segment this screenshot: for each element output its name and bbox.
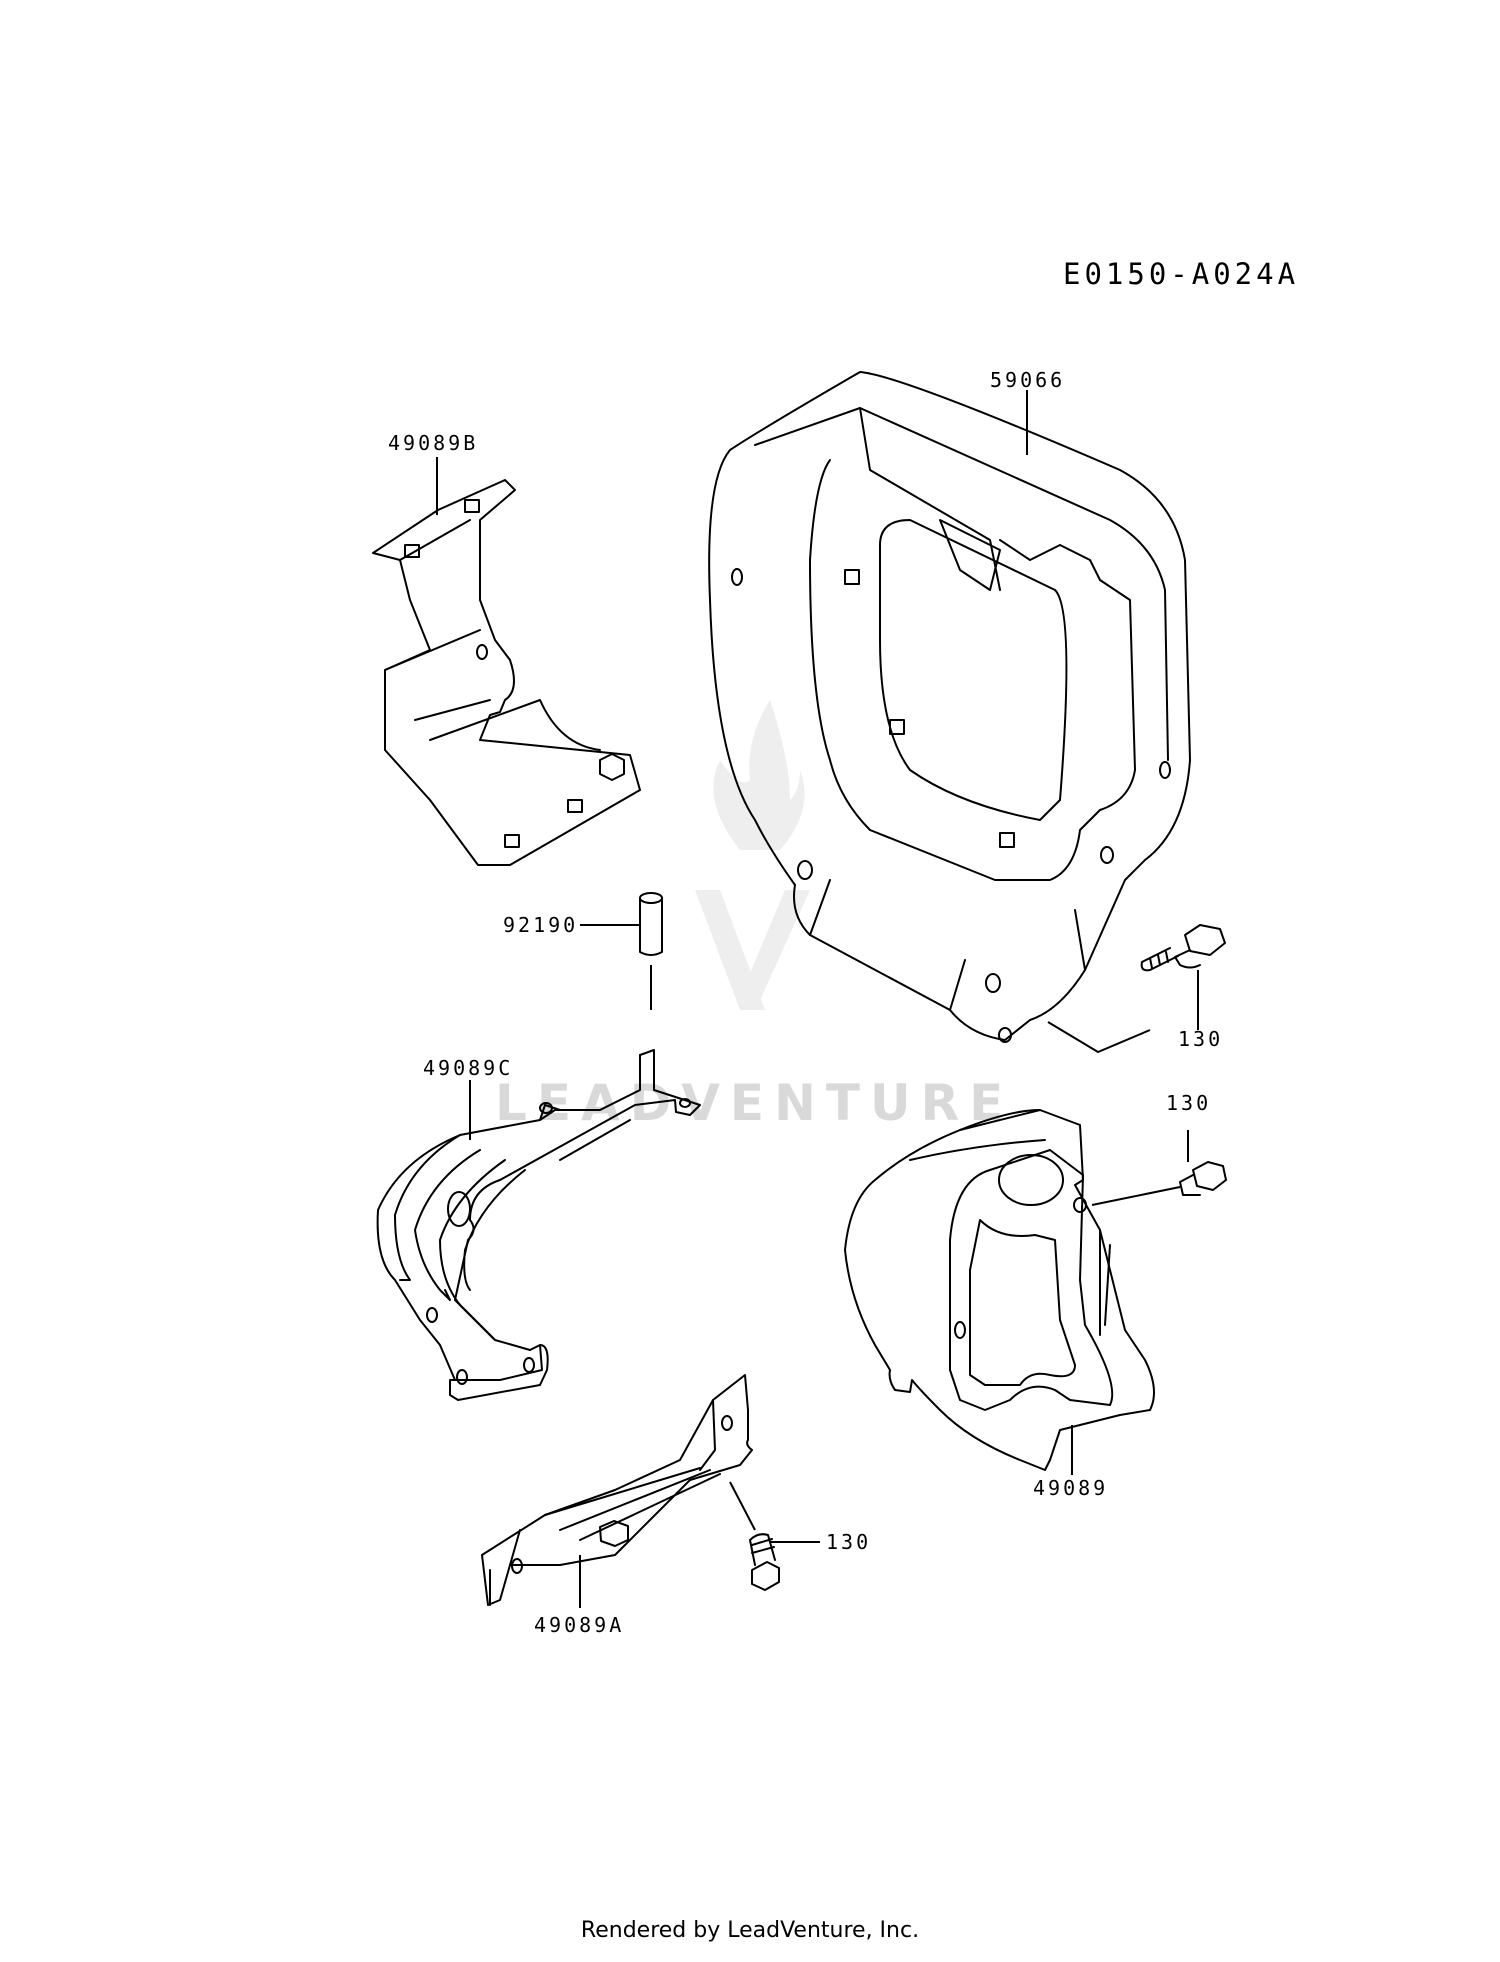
callout-49089A[interactable]: 49089A — [534, 1613, 624, 1637]
bolt-130-b[interactable] — [1179, 1161, 1227, 1196]
callout-130-c[interactable]: 130 — [826, 1530, 871, 1554]
fan-housing-59066[interactable] — [708, 371, 1191, 1043]
callout-92190[interactable]: 92190 — [503, 913, 578, 937]
shroud-49089C[interactable] — [376, 1049, 701, 1401]
callout-59066[interactable]: 59066 — [990, 368, 1065, 392]
diagram-code: E0150-A024A — [1063, 257, 1299, 291]
callout-130-a[interactable]: 130 — [1178, 1027, 1223, 1051]
bolt-130-c[interactable] — [749, 1533, 780, 1591]
bracket-49089A[interactable] — [481, 1374, 753, 1606]
callout-49089C[interactable]: 49089C — [423, 1056, 513, 1080]
callout-49089[interactable]: 49089 — [1033, 1476, 1108, 1500]
callout-130-b[interactable]: 130 — [1166, 1091, 1211, 1115]
bolt-130-a[interactable] — [1140, 924, 1226, 972]
leader-130-c-axis — [729, 1481, 756, 1531]
cover-plate-49089[interactable] — [844, 1109, 1155, 1471]
bracket-49089B[interactable] — [372, 479, 641, 866]
footer-credit: Rendered by LeadVenture, Inc. — [580, 1918, 920, 1943]
leader-130-a-housing — [1047, 1021, 1151, 1054]
callout-49089B[interactable]: 49089B — [388, 431, 478, 455]
leader-130-b — [1091, 1186, 1181, 1206]
pin-92190[interactable] — [639, 892, 663, 956]
watermark-text: LEADVENTURE — [495, 1074, 1013, 1132]
watermark-logo-icon — [695, 700, 810, 1010]
